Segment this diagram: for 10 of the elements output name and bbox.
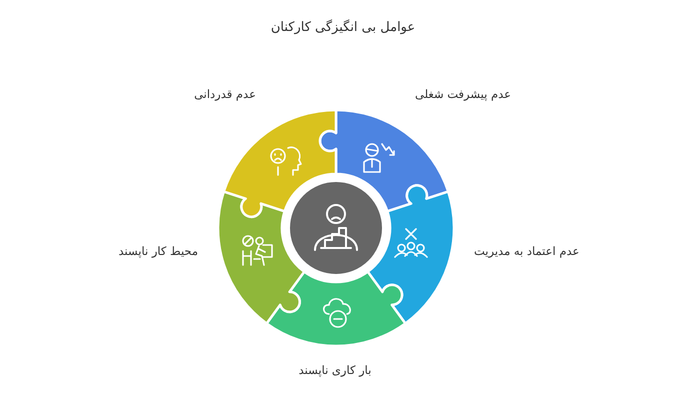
piece-label: بار کاری ناپسند [298,364,372,378]
piece-label: عدم اعتماد به مدیریت [474,245,580,259]
piece-label: عدم قدردانی [194,88,256,102]
piece-label: محیط کار ناپسند [118,245,198,259]
piece-label: عدم پیشرفت شغلی [415,88,511,102]
puzzle-piece [366,184,455,325]
puzzle-piece [217,190,306,325]
diagram-title: عوامل بی انگیزگی کارکنان [270,20,416,36]
puzzle-piece [318,108,450,213]
puzzle-piece [222,108,338,218]
